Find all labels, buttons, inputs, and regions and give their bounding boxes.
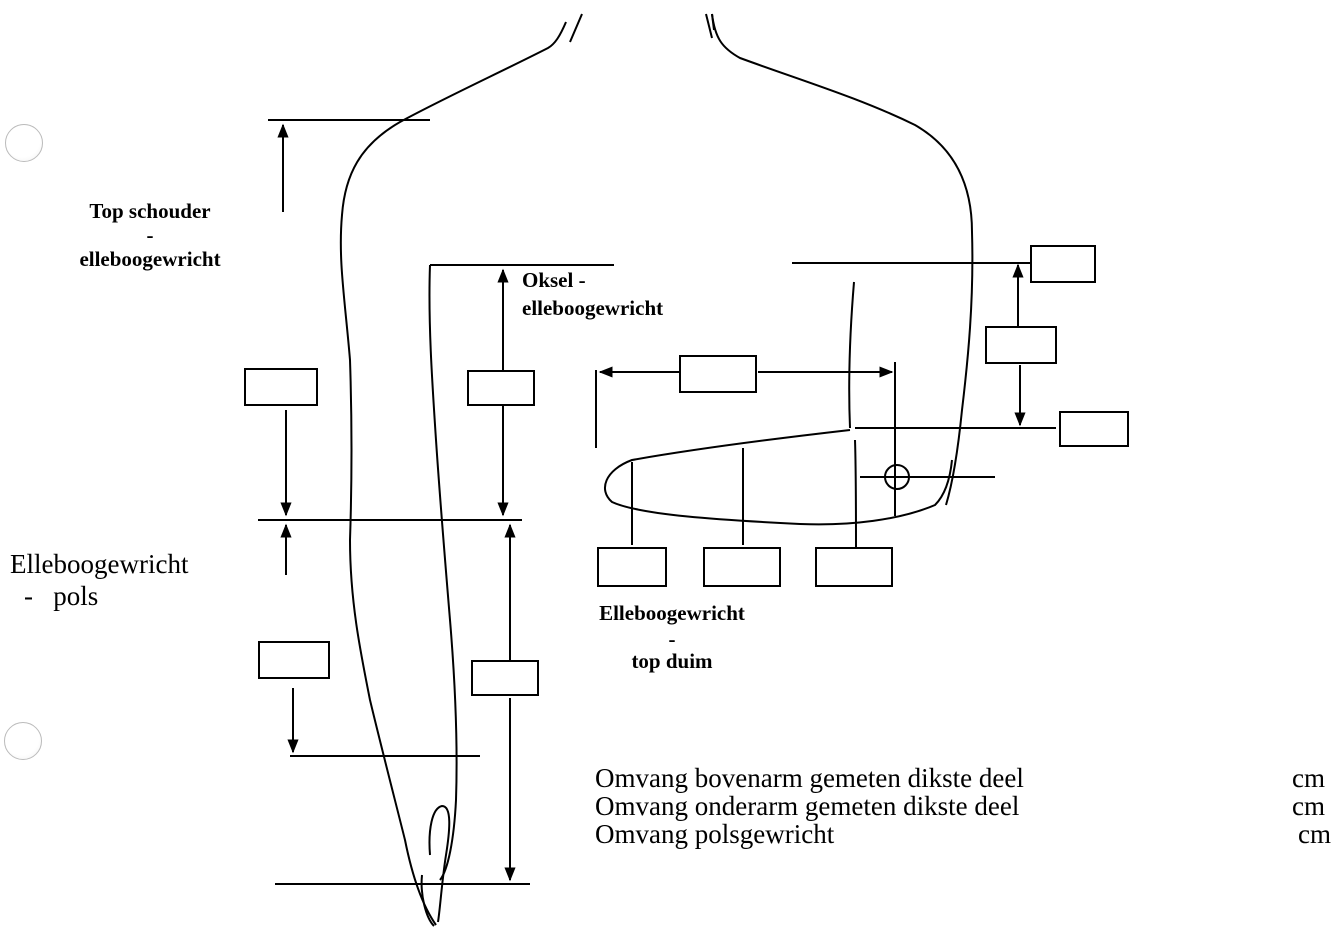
armpit-wrist-box[interactable] <box>471 660 539 696</box>
forearm-outline <box>603 429 953 526</box>
shoulder-elbow-box[interactable] <box>244 368 318 406</box>
olecranon-target-icon <box>884 464 910 490</box>
arm-inner-contour <box>428 264 458 881</box>
punch-hole-icon <box>4 722 42 760</box>
elbow-wrist-line1: Elleboogewricht <box>10 549 189 579</box>
circumference-row: Omvang onderarm gemeten dikste deel cm <box>595 792 1340 820</box>
circumference-row: Omvang bovenarm gemeten dikste deel cm <box>595 764 1340 792</box>
upper-arm-mid-box[interactable] <box>985 326 1057 364</box>
elbow-wrist-line2: - pols <box>24 581 99 611</box>
circumference-label: Omvang onderarm gemeten dikste deel <box>595 791 1020 821</box>
circumference-unit: cm <box>1298 819 1331 849</box>
elbow-thumb-line1: Elleboogewricht <box>599 601 745 625</box>
circumference-label: Omvang bovenarm gemeten dikste deel <box>595 763 1024 793</box>
elbow-pivot-line <box>854 439 857 549</box>
shoulder-elbow-line1: Top schouder <box>89 199 211 223</box>
circumference-unit: cm <box>1292 791 1325 821</box>
elbow-thumb-box[interactable] <box>679 355 757 393</box>
shoulder-elbow-label: Top schouder - elleboogewricht <box>50 197 250 273</box>
torso-contour <box>711 13 974 506</box>
shoulder-elbow-line2: elleboogewricht <box>79 247 221 271</box>
circumference-list: Omvang bovenarm gemeten dikste deel cm O… <box>595 764 1340 848</box>
arm-outer-contour <box>339 21 567 926</box>
elbow-right-box[interactable] <box>1059 411 1129 447</box>
circumference-unit: cm <box>1292 763 1325 793</box>
elbow-thumb-label: Elleboogewricht - top duim <box>570 600 774 674</box>
circumference-row: Omvang polsgewricht cm <box>595 820 1340 848</box>
circumference-label: Omvang polsgewricht <box>595 819 835 849</box>
armpit-elbow-line2: elleboogewricht <box>522 296 664 320</box>
elbow-wrist-box[interactable] <box>258 641 330 679</box>
armpit-elbow-line1: Oksel - <box>522 268 586 292</box>
elbow-thumb-dash: - <box>668 627 676 651</box>
elbow-thumb-line2: top duim <box>631 649 713 673</box>
upper-arm-top-box[interactable] <box>1030 245 1096 283</box>
forearm-box-3[interactable] <box>815 547 893 587</box>
shoulder-hair-strokes <box>569 13 715 43</box>
hand-thumb <box>420 804 451 927</box>
elbow-wrist-label: Elleboogewricht - pols <box>10 548 188 612</box>
bent-arm-upper <box>848 281 855 429</box>
armpit-elbow-box[interactable] <box>467 370 535 406</box>
forearm-box-2[interactable] <box>703 547 781 587</box>
punch-hole-icon <box>5 124 43 162</box>
armpit-elbow-label: Oksel - elleboogewricht <box>522 266 663 322</box>
forearm-box-1[interactable] <box>597 547 667 587</box>
shoulder-elbow-dash: - <box>146 223 154 247</box>
